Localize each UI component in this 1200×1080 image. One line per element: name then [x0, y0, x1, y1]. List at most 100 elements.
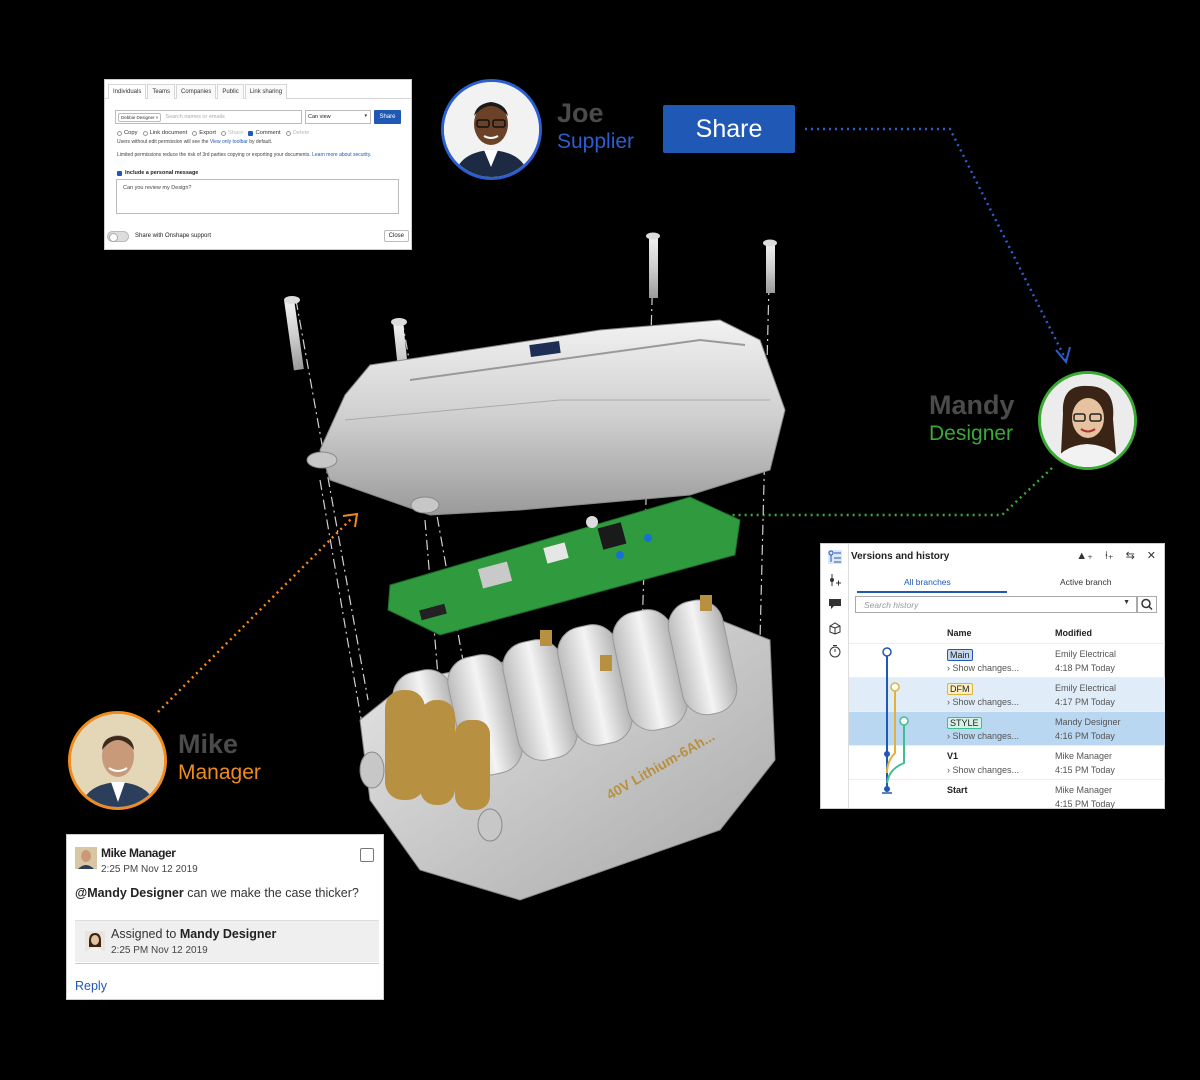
avatar [75, 847, 97, 869]
versions-icon[interactable] [828, 550, 842, 564]
column-name-header: Name [947, 628, 972, 638]
modified-by: Emily Electrical [1055, 683, 1117, 693]
tab-link-sharing[interactable]: Link sharing [244, 84, 288, 99]
view-only-toolbar-link[interactable]: View only toolbar [209, 139, 248, 145]
modified-time: 4:15 PM Today [1055, 765, 1115, 775]
chevron-down-icon[interactable]: ▼ [1123, 599, 1130, 606]
show-changes-link[interactable]: › Show changes... [947, 663, 1020, 673]
modified-time: 4:16 PM Today [1055, 731, 1115, 741]
share-dialog: Individuals Teams Companies Public Link … [104, 79, 412, 250]
perm-delete[interactable]: Delete [285, 130, 309, 136]
tab-public[interactable]: Public [217, 84, 244, 99]
close-icon[interactable]: ✕ [1146, 550, 1156, 562]
show-changes-link[interactable]: › Show changes... [947, 731, 1020, 741]
personal-message-textarea[interactable]: Can you review my Design? [116, 179, 399, 214]
joe-name: Joe [557, 98, 604, 128]
perm-comment[interactable]: Comment [248, 130, 281, 136]
reply-link[interactable]: Reply [75, 979, 107, 993]
comment-author: Mike Manager [101, 846, 176, 860]
personal-message-checkbox[interactable]: Include a personal message [117, 170, 198, 176]
tab-active-branch[interactable]: Active branch [1060, 577, 1112, 587]
search-icon [1141, 598, 1153, 611]
history-row-main[interactable]: Main › Show changes... Emily Electrical … [849, 643, 1165, 677]
mike-avatar [68, 711, 167, 810]
divider [75, 963, 379, 964]
perm-copy[interactable]: Copy [117, 130, 138, 136]
filter-icon[interactable]: ▲₊ [1076, 550, 1093, 562]
manager-connector [157, 516, 354, 713]
search-placeholder: Search names or emails [165, 114, 225, 120]
designer-connector [710, 467, 1053, 517]
modified-by: Mandy Designer [1055, 717, 1121, 727]
history-row-style[interactable]: STYLE › Show changes... Mandy Designer 4… [849, 711, 1165, 745]
branch-graph [882, 647, 909, 794]
close-button[interactable]: Close [383, 230, 409, 242]
share-tabs: Individuals Teams Companies Public Link … [105, 80, 411, 99]
modified-time: 4:18 PM Today [1055, 663, 1115, 673]
mandy-role: Designer [929, 422, 1014, 445]
column-modified-header: Modified [1055, 628, 1092, 638]
panel-sidebar [821, 544, 849, 808]
parts-icon[interactable] [828, 621, 842, 635]
version-tag: DFM [947, 683, 973, 695]
mandy-avatar [1038, 371, 1137, 470]
support-toggle[interactable] [107, 230, 129, 242]
share-arrow [1055, 346, 1071, 365]
screws [284, 232, 777, 388]
add-version-icon[interactable]: ⍿₊ [1104, 550, 1114, 562]
history-search-input[interactable]: Search history ▼ [855, 596, 1137, 613]
joe-avatar [441, 79, 542, 180]
comments-icon[interactable] [828, 597, 842, 611]
active-tab-indicator [857, 591, 1007, 593]
show-changes-link[interactable]: › Show changes... [947, 765, 1020, 775]
perm-export[interactable]: Export [192, 130, 216, 136]
recipient-chip-label: Debbie Designer [121, 114, 155, 120]
assigned-time: 2:25 PM Nov 12 2019 [111, 945, 208, 956]
version-tag: STYLE [947, 717, 982, 729]
search-placeholder: Search history [864, 600, 919, 610]
manager-arrow [342, 512, 359, 528]
history-row-dfm[interactable]: DFM › Show changes... Emily Electrical 4… [849, 677, 1165, 711]
permission-select[interactable]: Can view ▾ [305, 110, 371, 124]
history-row-v1[interactable]: V1 › Show changes... Mike Manager 4:15 P… [849, 745, 1165, 779]
avatar [85, 931, 105, 951]
modified-by: Mike Manager [1055, 751, 1113, 761]
create-version-icon[interactable] [828, 573, 842, 587]
permission-select-value: Can view [308, 114, 331, 120]
history-row-start[interactable]: Start Mike Manager 4:15 PM Today [849, 779, 1165, 813]
tab-all-branches[interactable]: All branches [904, 577, 951, 587]
share-button[interactable]: Share [663, 105, 795, 153]
mention[interactable]: @Mandy Designer [75, 886, 184, 900]
version-tag: Main [947, 649, 973, 661]
modified-by: Emily Electrical [1055, 649, 1117, 659]
share-submit-button[interactable]: Share [374, 110, 401, 124]
tab-individuals[interactable]: Individuals [108, 84, 147, 99]
mike-role: Manager [178, 761, 261, 784]
chevron-down-icon: ▾ [364, 113, 367, 119]
battery-case: 40V Lithium-6Ah... [359, 595, 776, 901]
circuit-board [387, 496, 741, 636]
tab-companies[interactable]: Companies [176, 84, 217, 99]
joe-role: Supplier [557, 130, 635, 153]
recipient-chip[interactable]: Debbie Designer × [118, 112, 162, 122]
assignment-box: Assigned to Mandy Designer 2:25 PM Nov 1… [75, 920, 379, 962]
permission-options: Copy Link document Export Share Comment … [117, 130, 309, 136]
versions-history-panel: Versions and history ▲₊ ⍿₊ ⇆ ✕ All branc… [820, 543, 1165, 809]
comment-card: Mike Manager 2:25 PM Nov 12 2019 @Mandy … [66, 834, 384, 1000]
view-only-note: Users without edit permission will see t… [117, 139, 273, 145]
recipient-search-input[interactable]: Debbie Designer × Search names or emails [115, 110, 302, 124]
show-changes-link[interactable]: › Show changes... [947, 697, 1020, 707]
modified-by: Mike Manager [1055, 785, 1113, 795]
perm-share[interactable]: Share [221, 130, 243, 136]
version-tag: V1 [947, 751, 959, 761]
version-tag: Start [947, 785, 968, 795]
perm-link-document[interactable]: Link document [142, 130, 187, 136]
search-button[interactable] [1137, 596, 1157, 613]
mike-name: Mike [178, 729, 239, 759]
timer-icon[interactable] [828, 644, 842, 658]
tab-teams[interactable]: Teams [147, 84, 176, 99]
security-link[interactable]: Learn more about security. [312, 152, 372, 158]
resolve-checkbox[interactable] [360, 848, 374, 862]
compare-icon[interactable]: ⇆ [1125, 550, 1135, 562]
